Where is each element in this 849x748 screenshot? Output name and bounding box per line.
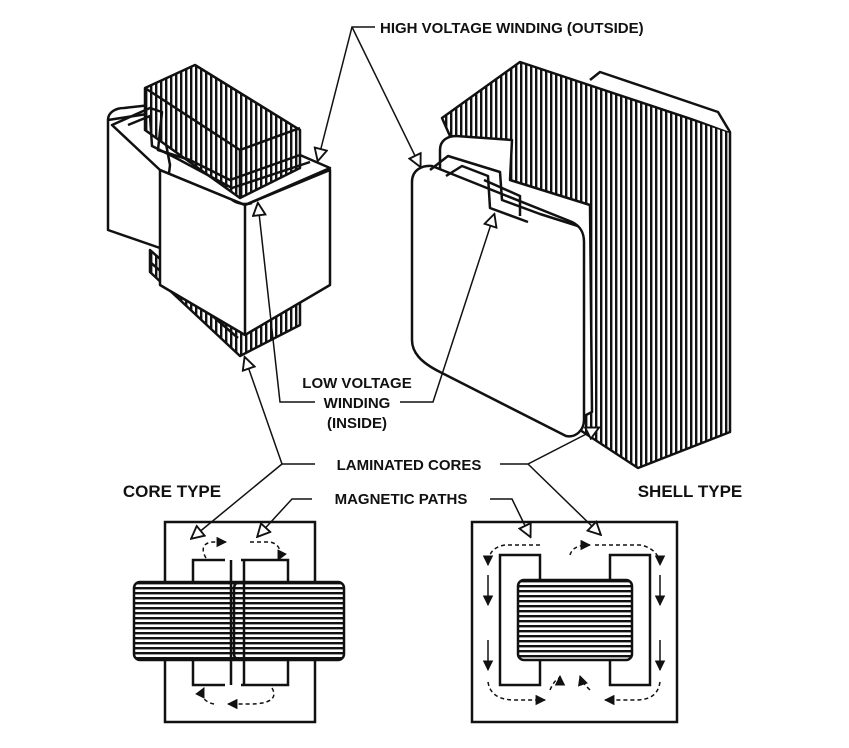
- leader-lines: [192, 26, 600, 538]
- label-laminated-cores: LAMINATED CORES: [337, 457, 482, 474]
- shell-flux-arrow-left-top: [482, 544, 540, 567]
- core-flux-arrow-bottom-left: [195, 687, 215, 705]
- shell-flux-arrow-right-top: [595, 544, 666, 567]
- shell-flux-arrow-center-bottom: [578, 675, 591, 691]
- leader-magnetic-right: [490, 498, 530, 536]
- label-core-type: CORE TYPE: [123, 482, 221, 501]
- labels: HIGH VOLTAGE WINDING (OUTSIDE) LOW VOLTA…: [123, 20, 742, 508]
- shell-type-cross-section: [470, 520, 679, 724]
- leader-low-voltage-left: [258, 204, 315, 403]
- core-type-3d-illustration: [106, 63, 332, 358]
- shell-front-winding: [410, 164, 586, 438]
- shell-flux-arrow-left-bottom: [487, 681, 547, 706]
- shell-center-coil: [516, 578, 634, 662]
- label-low-voltage-line1: LOW VOLTAGE: [302, 375, 411, 392]
- core-flux-arrow-top-left: [202, 536, 228, 559]
- leader-low-voltage-right: [400, 215, 494, 403]
- shell-flux-arrow-center-top: [569, 539, 592, 556]
- core-right-coil: [232, 580, 346, 662]
- leader-laminated-right-down: [527, 463, 600, 534]
- core-winding-rim: [110, 106, 332, 207]
- leader-high-voltage-left: [318, 26, 375, 160]
- core-type-cross-section: [132, 520, 346, 724]
- core-left-coil: [132, 580, 246, 662]
- label-magnetic-paths: MAGNETIC PATHS: [335, 491, 468, 508]
- label-low-voltage-line3: (INSIDE): [327, 415, 387, 432]
- shell-flux-arrow-right-bottom: [603, 681, 661, 706]
- core-top-lamination: [143, 63, 302, 200]
- core-flux-arrow-top-right: [250, 541, 287, 561]
- shell-flux-arrow-left-up: [549, 674, 566, 691]
- leader-magnetic-left: [258, 498, 312, 536]
- leader-laminated-left-down: [192, 463, 283, 538]
- shell-type-3d-illustration: [410, 60, 732, 470]
- leader-high-voltage-right: [351, 26, 420, 166]
- core-flux-arrow-bottom-right: [226, 687, 275, 710]
- leader-laminated-left-up: [245, 358, 315, 465]
- label-shell-type: SHELL TYPE: [638, 482, 743, 501]
- label-high-voltage: HIGH VOLTAGE WINDING (OUTSIDE): [380, 20, 644, 37]
- label-low-voltage-line2: WINDING: [324, 395, 391, 412]
- shell-winding-rim: [429, 154, 579, 228]
